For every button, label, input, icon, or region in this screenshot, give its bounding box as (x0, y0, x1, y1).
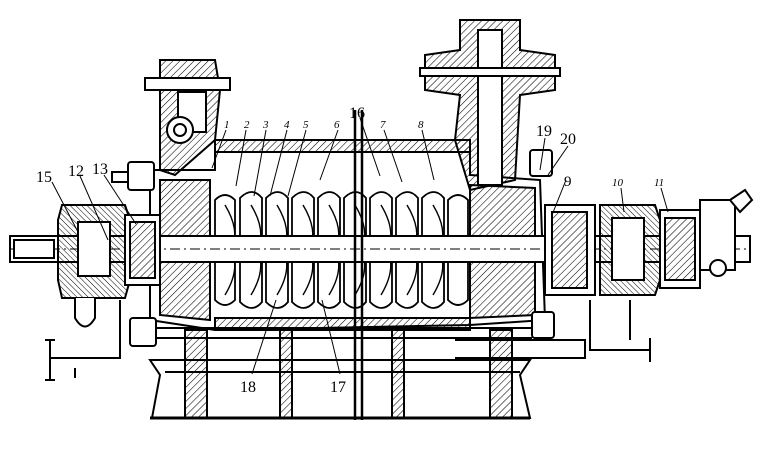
label-10: 10 (612, 177, 624, 189)
cooling-piping (45, 300, 651, 381)
label-16: 16 (349, 105, 365, 122)
leader-lines (51, 117, 669, 375)
label-19: 19 (536, 123, 552, 140)
label-3: 3 (262, 119, 269, 131)
label-6: 6 (334, 119, 340, 131)
section-line (353, 110, 364, 420)
label-9: 9 (564, 174, 572, 190)
part-labels: 1 2 3 4 5 6 7 8 9 10 11 12 13 15 16 17 1… (36, 105, 664, 396)
label-12: 12 (68, 163, 84, 180)
right-bearing (544, 188, 754, 296)
label-20: 20 (560, 131, 576, 148)
suction-nozzle (144, 59, 231, 177)
base-frame (148, 329, 532, 420)
label-11: 11 (654, 177, 664, 189)
tie-bolts (111, 149, 555, 347)
label-8: 8 (418, 119, 424, 131)
label-5: 5 (303, 119, 309, 131)
label-13: 13 (92, 161, 108, 178)
label-17: 17 (330, 379, 346, 396)
label-4: 4 (284, 119, 290, 131)
discharge-nozzle (419, 19, 561, 192)
label-1: 1 (224, 119, 230, 131)
label-15: 15 (36, 169, 52, 186)
label-18: 18 (240, 379, 256, 396)
label-2: 2 (244, 119, 250, 131)
label-7: 7 (380, 119, 386, 131)
